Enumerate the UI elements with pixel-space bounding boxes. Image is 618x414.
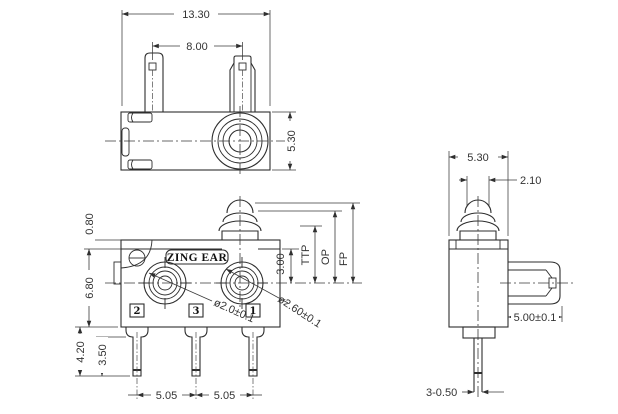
- dim-label-actuator-length: 5.00±0.1: [514, 312, 557, 324]
- dim-label-op: OP: [320, 249, 332, 265]
- dim-label-side-body-width: 5.30: [467, 152, 488, 164]
- dim-label-button-dia: 2.10: [520, 175, 541, 187]
- brand-badge: ZING EAR: [165, 249, 229, 265]
- dim-top-to-center: 3.00: [275, 248, 299, 283]
- side-view: 5.30 2.10 5.00±0.1 3-0.50: [426, 151, 575, 399]
- terminal-labels: 2 3 1: [129, 303, 261, 318]
- dim-op: OP: [258, 210, 342, 283]
- dim-label-prong-spacing: 8.00: [186, 41, 207, 53]
- dim-rivet-large: ø2.60±0.1: [225, 268, 323, 330]
- top-view-left-features: [121, 112, 153, 170]
- dim-label-rivet-large: ø2.60±0.1: [275, 293, 323, 330]
- terminal-3-label: 3: [193, 306, 200, 317]
- dim-pin-length-inner: 3.50: [96, 336, 126, 376]
- top-view-right-prong: [229, 55, 256, 112]
- front-view-screw: [113, 239, 153, 285]
- brand-label: ZING EAR: [167, 252, 228, 264]
- side-view-body: [448, 239, 509, 328]
- dim-label-pin-pitch-right: 5.05: [214, 390, 235, 402]
- dim-pin-length-outer: 4.20: [74, 326, 130, 377]
- terminal-1-label: 1: [250, 306, 257, 317]
- side-view-actuator: [508, 261, 561, 305]
- dim-label-top-to-center: 3.00: [275, 253, 287, 274]
- dim-side-body-width: 5.30: [448, 151, 509, 236]
- front-view-right-rivet: [216, 257, 268, 309]
- dim-pin-spec: 3-0.50: [426, 387, 504, 399]
- front-view-pins: [125, 327, 265, 399]
- dim-ttp: TTP: [300, 225, 322, 283]
- dim-body-height: 6.80: [83, 249, 96, 327]
- top-view-left-prong: [144, 52, 164, 112]
- dim-prong-spacing: 8.00: [152, 40, 243, 60]
- top-view: 13.30 8.00 5.30: [105, 8, 298, 177]
- dim-body-depth: 5.30: [272, 111, 298, 171]
- terminal-2-label: 2: [134, 306, 141, 317]
- front-view-left-rivet: [139, 257, 191, 309]
- front-view: ZING EAR 2 3 1 ø2.0±0.1: [74, 196, 362, 402]
- dim-label-rivet-small: ø2.0±0.1: [212, 297, 256, 326]
- dim-pin-pitch: 5.05 5.05: [128, 389, 262, 402]
- dim-label-pin-spec: 3-0.50: [426, 387, 457, 399]
- dim-label-pin-length-inner: 3.50: [97, 344, 109, 365]
- dim-label-body-depth: 5.30: [286, 130, 298, 151]
- dim-label-pin-pitch-left: 5.05: [156, 390, 177, 402]
- dim-label-overall-width: 13.30: [182, 9, 210, 21]
- dim-label-ttp: TTP: [300, 245, 312, 266]
- dim-label-body-height: 6.80: [84, 277, 96, 298]
- dim-actuator-length: 5.00±0.1: [508, 306, 563, 324]
- dim-fp: FP: [255, 202, 360, 283]
- dim-button-dia: 2.10: [459, 175, 541, 207]
- dim-label-pin-length-outer: 4.20: [75, 341, 87, 362]
- side-view-pin: [462, 326, 496, 392]
- dim-label-fp: FP: [338, 252, 350, 266]
- dim-label-lip-height: 0.80: [84, 213, 96, 234]
- dim-lip-height: 0.80: [83, 206, 121, 250]
- dim-overall-width: 13.30: [121, 8, 271, 106]
